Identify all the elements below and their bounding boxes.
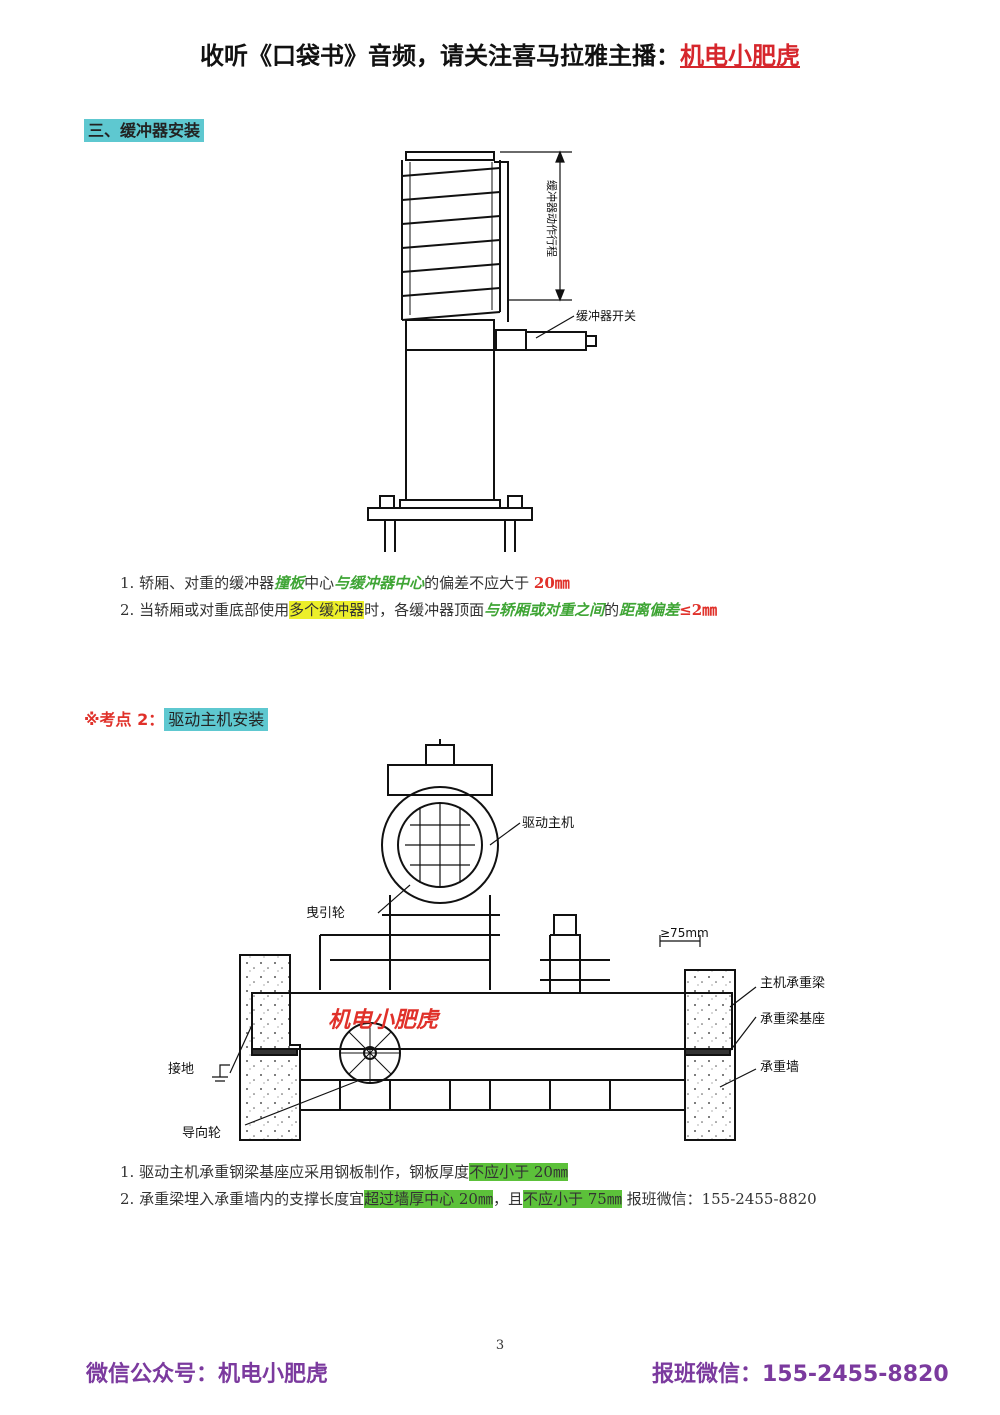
buffer-line-1: 1. 轿厢、对重的缓冲器撞板中心与缓冲器中心的偏差不应大于 20㎜ — [120, 572, 570, 593]
label-buffer-switch: 缓冲器开关 — [576, 308, 636, 323]
page-header: 收听《口袋书》音频，请关注喜马拉雅主播：机电小肥虎 — [0, 36, 1000, 71]
section-title-text: 三、缓冲器安装 — [84, 119, 205, 142]
buffer-diagram: 缓冲器动作行程 缓冲器开关 — [367, 150, 636, 552]
buffer-line2-f: 距离偏差 — [619, 601, 680, 619]
label-traction-wheel: 曳引轮 — [306, 906, 345, 921]
label-beam-base: 承重梁基座 — [760, 1011, 825, 1027]
buffer-line2-a: 2. 当轿厢或对重底部使用 — [120, 601, 290, 619]
buffer-line1-b: 撞板 — [274, 574, 305, 592]
drive-line2-e: 报班微信：155-2455-8820 — [621, 1190, 817, 1208]
buffer-line2-b: 多个缓冲器 — [289, 601, 365, 619]
buffer-line2-e: 的 — [604, 601, 620, 619]
point2-prefix: ※考点 2： — [84, 710, 165, 729]
label-main-beam: 主机承重梁 — [760, 975, 825, 991]
drive-line1-b: 不应小于 20㎜ — [469, 1163, 568, 1181]
buffer-line1-f: 20㎜ — [533, 574, 570, 592]
spring-coils — [401, 160, 501, 321]
label-guide-wheel: 导向轮 — [182, 1125, 221, 1141]
drive-line2-c: ，且 — [492, 1190, 523, 1208]
page-number: 3 — [495, 1338, 505, 1353]
point2-title: 驱动主机安装 — [164, 708, 269, 731]
buffer-line-2: 2. 当轿厢或对重底部使用多个缓冲器时，各缓冲器顶面与轿厢或对重之间的距离偏差≤… — [120, 599, 717, 620]
buffer-line2-g: ≤2㎜ — [679, 601, 718, 619]
drive-line-1: 1. 驱动主机承重钢梁基座应采用钢板制作，钢板厚度不应小于 20㎜ — [120, 1161, 568, 1182]
buffer-line1-c: 中心 — [304, 574, 335, 592]
footer-contact: 报班微信：155-2455-8820 — [652, 1362, 949, 1387]
watermark-name: 机电小肥虎 — [328, 1008, 441, 1033]
buffer-line1-e: 的偏差不应大于 — [424, 574, 534, 592]
footer-wechat-account: 微信公众号：机电小肥虎 — [86, 1362, 329, 1387]
drive-line2-a: 2. 承重梁埋入承重墙内的支撑长度宜 — [120, 1190, 365, 1208]
section-title-buffer: 三、缓冲器安装 — [84, 117, 205, 142]
header-anchor-name: 机电小肥虎 — [680, 42, 800, 70]
buffer-line2-d: 与轿厢或对重之间 — [484, 601, 605, 619]
drive-line-2: 2. 承重梁埋入承重墙内的支撑长度宜超过墙厚中心 20㎜，且不应小于 75㎜ 报… — [120, 1188, 817, 1209]
header-prefix: 收听《口袋书》音频，请关注喜马拉雅主播： — [200, 42, 680, 70]
drive-line2-d: 不应小于 75㎜ — [522, 1190, 622, 1208]
drive-machine-diagram: 驱动主机 曳引轮 ≥75mm 主机承重梁 承重梁基座 承重墙 接地 导向轮 机电… — [168, 739, 825, 1141]
label-drive-machine: 驱动主机 — [522, 816, 574, 831]
drive-line1-a: 1. 驱动主机承重钢梁基座应采用钢板制作，钢板厚度 — [120, 1163, 470, 1181]
label-buffer-travel: 缓冲器动作行程 — [545, 180, 559, 257]
section-title-drive: ※考点 2：驱动主机安装 — [84, 706, 269, 731]
label-gap: ≥75mm — [660, 926, 709, 940]
buffer-line2-c: 时，各缓冲器顶面 — [364, 601, 485, 619]
label-ground: 接地 — [168, 1061, 194, 1077]
drive-line2-b: 超过墙厚中心 20㎜ — [364, 1190, 493, 1208]
buffer-line1-a: 1. 轿厢、对重的缓冲器 — [120, 574, 275, 592]
label-bearing-wall: 承重墙 — [760, 1059, 799, 1075]
buffer-line1-d: 与缓冲器中心 — [334, 574, 425, 592]
